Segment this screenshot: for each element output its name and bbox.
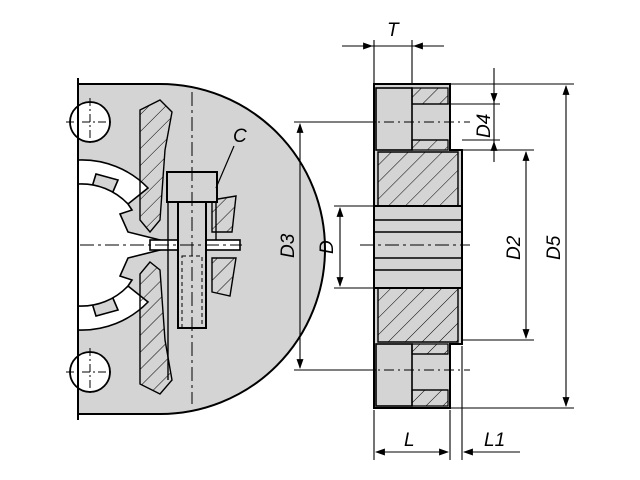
section-hatch-lower-right	[211, 257, 237, 297]
dimensions	[294, 40, 574, 460]
label-D2: D2	[504, 235, 525, 260]
label-D3: D3	[278, 233, 299, 258]
label-L: L	[404, 430, 415, 451]
section-hatch	[139, 99, 173, 234]
side-hole-upper-hatch2	[411, 139, 449, 151]
label-T: T	[387, 20, 400, 41]
label-D5: D5	[544, 235, 565, 260]
side-hatch-lower	[377, 287, 459, 343]
leader-C	[215, 145, 235, 189]
side-hole-upper	[375, 87, 413, 151]
side-hole-lower-hatch	[411, 343, 449, 355]
side-hub	[373, 205, 463, 289]
label-C: C	[233, 126, 247, 147]
label-D4: D4	[474, 114, 495, 138]
side-hatch-upper	[377, 151, 459, 207]
side-hole-lower	[375, 343, 413, 407]
side-hole-lower-hatch2	[411, 389, 449, 407]
side-view	[360, 83, 470, 409]
section-hatch-right	[211, 195, 237, 233]
front-view: C	[66, 78, 326, 420]
label-D: D	[317, 240, 338, 254]
side-hole-upper-hatch	[411, 87, 449, 105]
section-hatch-lower	[139, 261, 173, 395]
label-L1: L1	[484, 430, 505, 451]
